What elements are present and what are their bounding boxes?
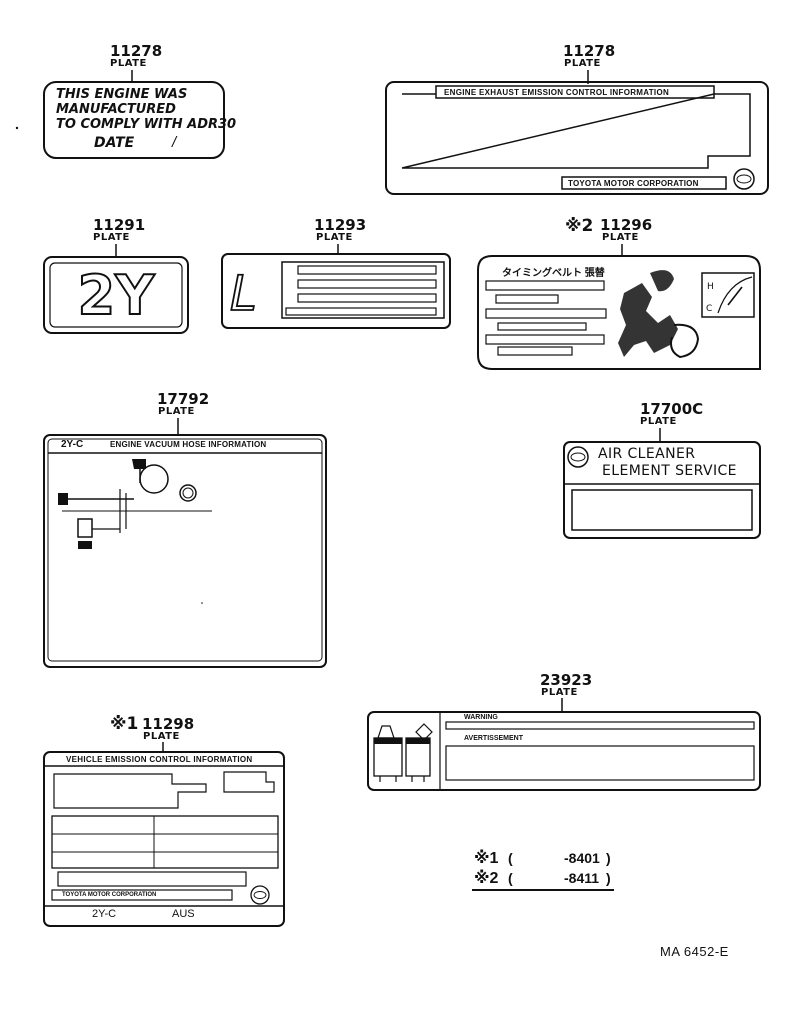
plate-air-cleaner: [563, 441, 761, 539]
footnote-1-marker: ※1: [474, 850, 499, 867]
diagram-code: MA 6452-E: [660, 944, 729, 959]
plate-timing-belt: H C: [477, 255, 761, 370]
vehicle-emission-title: VEHICLE EMISSION CONTROL INFORMATION: [66, 755, 253, 764]
footnote-underline: [472, 889, 614, 891]
part-name-11296: PLATE: [602, 232, 639, 243]
vehicle-emission-maker: TOYOTA MOTOR CORPORATION: [62, 892, 157, 898]
adr30-date-separator: /: [172, 134, 177, 151]
part-name-23923: PLATE: [541, 687, 578, 698]
plate-2y-emblem: 2Y: [43, 256, 189, 334]
part-number-11291: 11291: [93, 216, 146, 234]
footnote-1-close: ): [606, 850, 611, 866]
adr30-line-1: THIS ENGINE WAS: [56, 87, 188, 102]
part-number-11278-adr: 11278: [110, 42, 163, 60]
adr30-date-label: DATE: [94, 135, 135, 151]
vacuum-plate-title: ENGINE VACUUM HOSE INFORMATION: [110, 440, 267, 449]
air-cleaner-line-1: AIR CLEANER: [598, 446, 696, 462]
timing-belt-title: タイミングベルト 張替: [502, 268, 605, 279]
footnote-2-open: (: [508, 870, 513, 886]
part-number-11298: 11298: [142, 715, 195, 733]
gauge-h-label: H: [707, 282, 714, 292]
plate-vacuum-hose: [43, 434, 327, 668]
adr30-line-2: MANUFACTURED: [56, 102, 176, 117]
emblem-2y-text: 2Y: [78, 264, 156, 327]
footnote-2-range: -8411: [564, 870, 600, 886]
plate-l-grade: L: [221, 253, 451, 329]
footnote-2-marker: ※2: [474, 870, 499, 887]
part-number-11293: 11293: [314, 216, 367, 234]
footnote-2-close: ): [606, 870, 611, 886]
part-name-11278-adr: PLATE: [110, 58, 147, 69]
avertissement-label: AVERTISSEMENT: [464, 735, 523, 742]
adr30-line-3: TO COMPLY WITH ADR30: [56, 117, 237, 132]
footnote-1-open: (: [508, 850, 513, 866]
part-number-17792: 17792: [157, 390, 210, 408]
plate-exhaust-emission: [385, 81, 769, 195]
part-name-11298: PLATE: [143, 731, 180, 742]
part-marker-11298: ※1: [110, 714, 139, 734]
part-name-11278-exhaust: PLATE: [564, 58, 601, 69]
part-name-17700c: PLATE: [640, 416, 677, 427]
air-cleaner-line-2: ELEMENT SERVICE: [602, 463, 737, 479]
vacuum-plate-engine: 2Y-C: [61, 439, 84, 450]
plate-warning: [367, 711, 761, 791]
l-grade-letter: L: [230, 266, 257, 322]
exhaust-plate-maker: TOYOTA MOTOR CORPORATION: [568, 179, 699, 188]
part-number-11296: 11296: [600, 216, 653, 234]
vehicle-emission-market: AUS: [172, 908, 195, 920]
adr30-text: THIS ENGINE WAS MANUFACTURED TO COMPLY W…: [56, 87, 236, 132]
part-number-11278-exhaust: 11278: [563, 42, 616, 60]
part-name-17792: PLATE: [158, 406, 195, 417]
vehicle-emission-engine: 2Y-C: [92, 908, 117, 920]
plate-vehicle-emission: [43, 751, 285, 927]
part-number-17700c: 17700C: [640, 400, 704, 418]
part-marker-11296: ※2: [565, 216, 594, 236]
warning-label: WARNING: [464, 714, 498, 721]
part-name-11293: PLATE: [316, 232, 353, 243]
air-cleaner-text: AIR CLEANER ELEMENT SERVICE: [598, 446, 737, 480]
part-name-11291: PLATE: [93, 232, 130, 243]
gauge-c-label: C: [706, 304, 712, 314]
footnote-1-range: -8401: [564, 850, 600, 866]
exhaust-plate-title: ENGINE EXHAUST EMISSION CONTROL INFORMAT…: [444, 88, 670, 97]
plate-adr30: [43, 81, 225, 159]
part-number-23923: 23923: [540, 671, 593, 689]
